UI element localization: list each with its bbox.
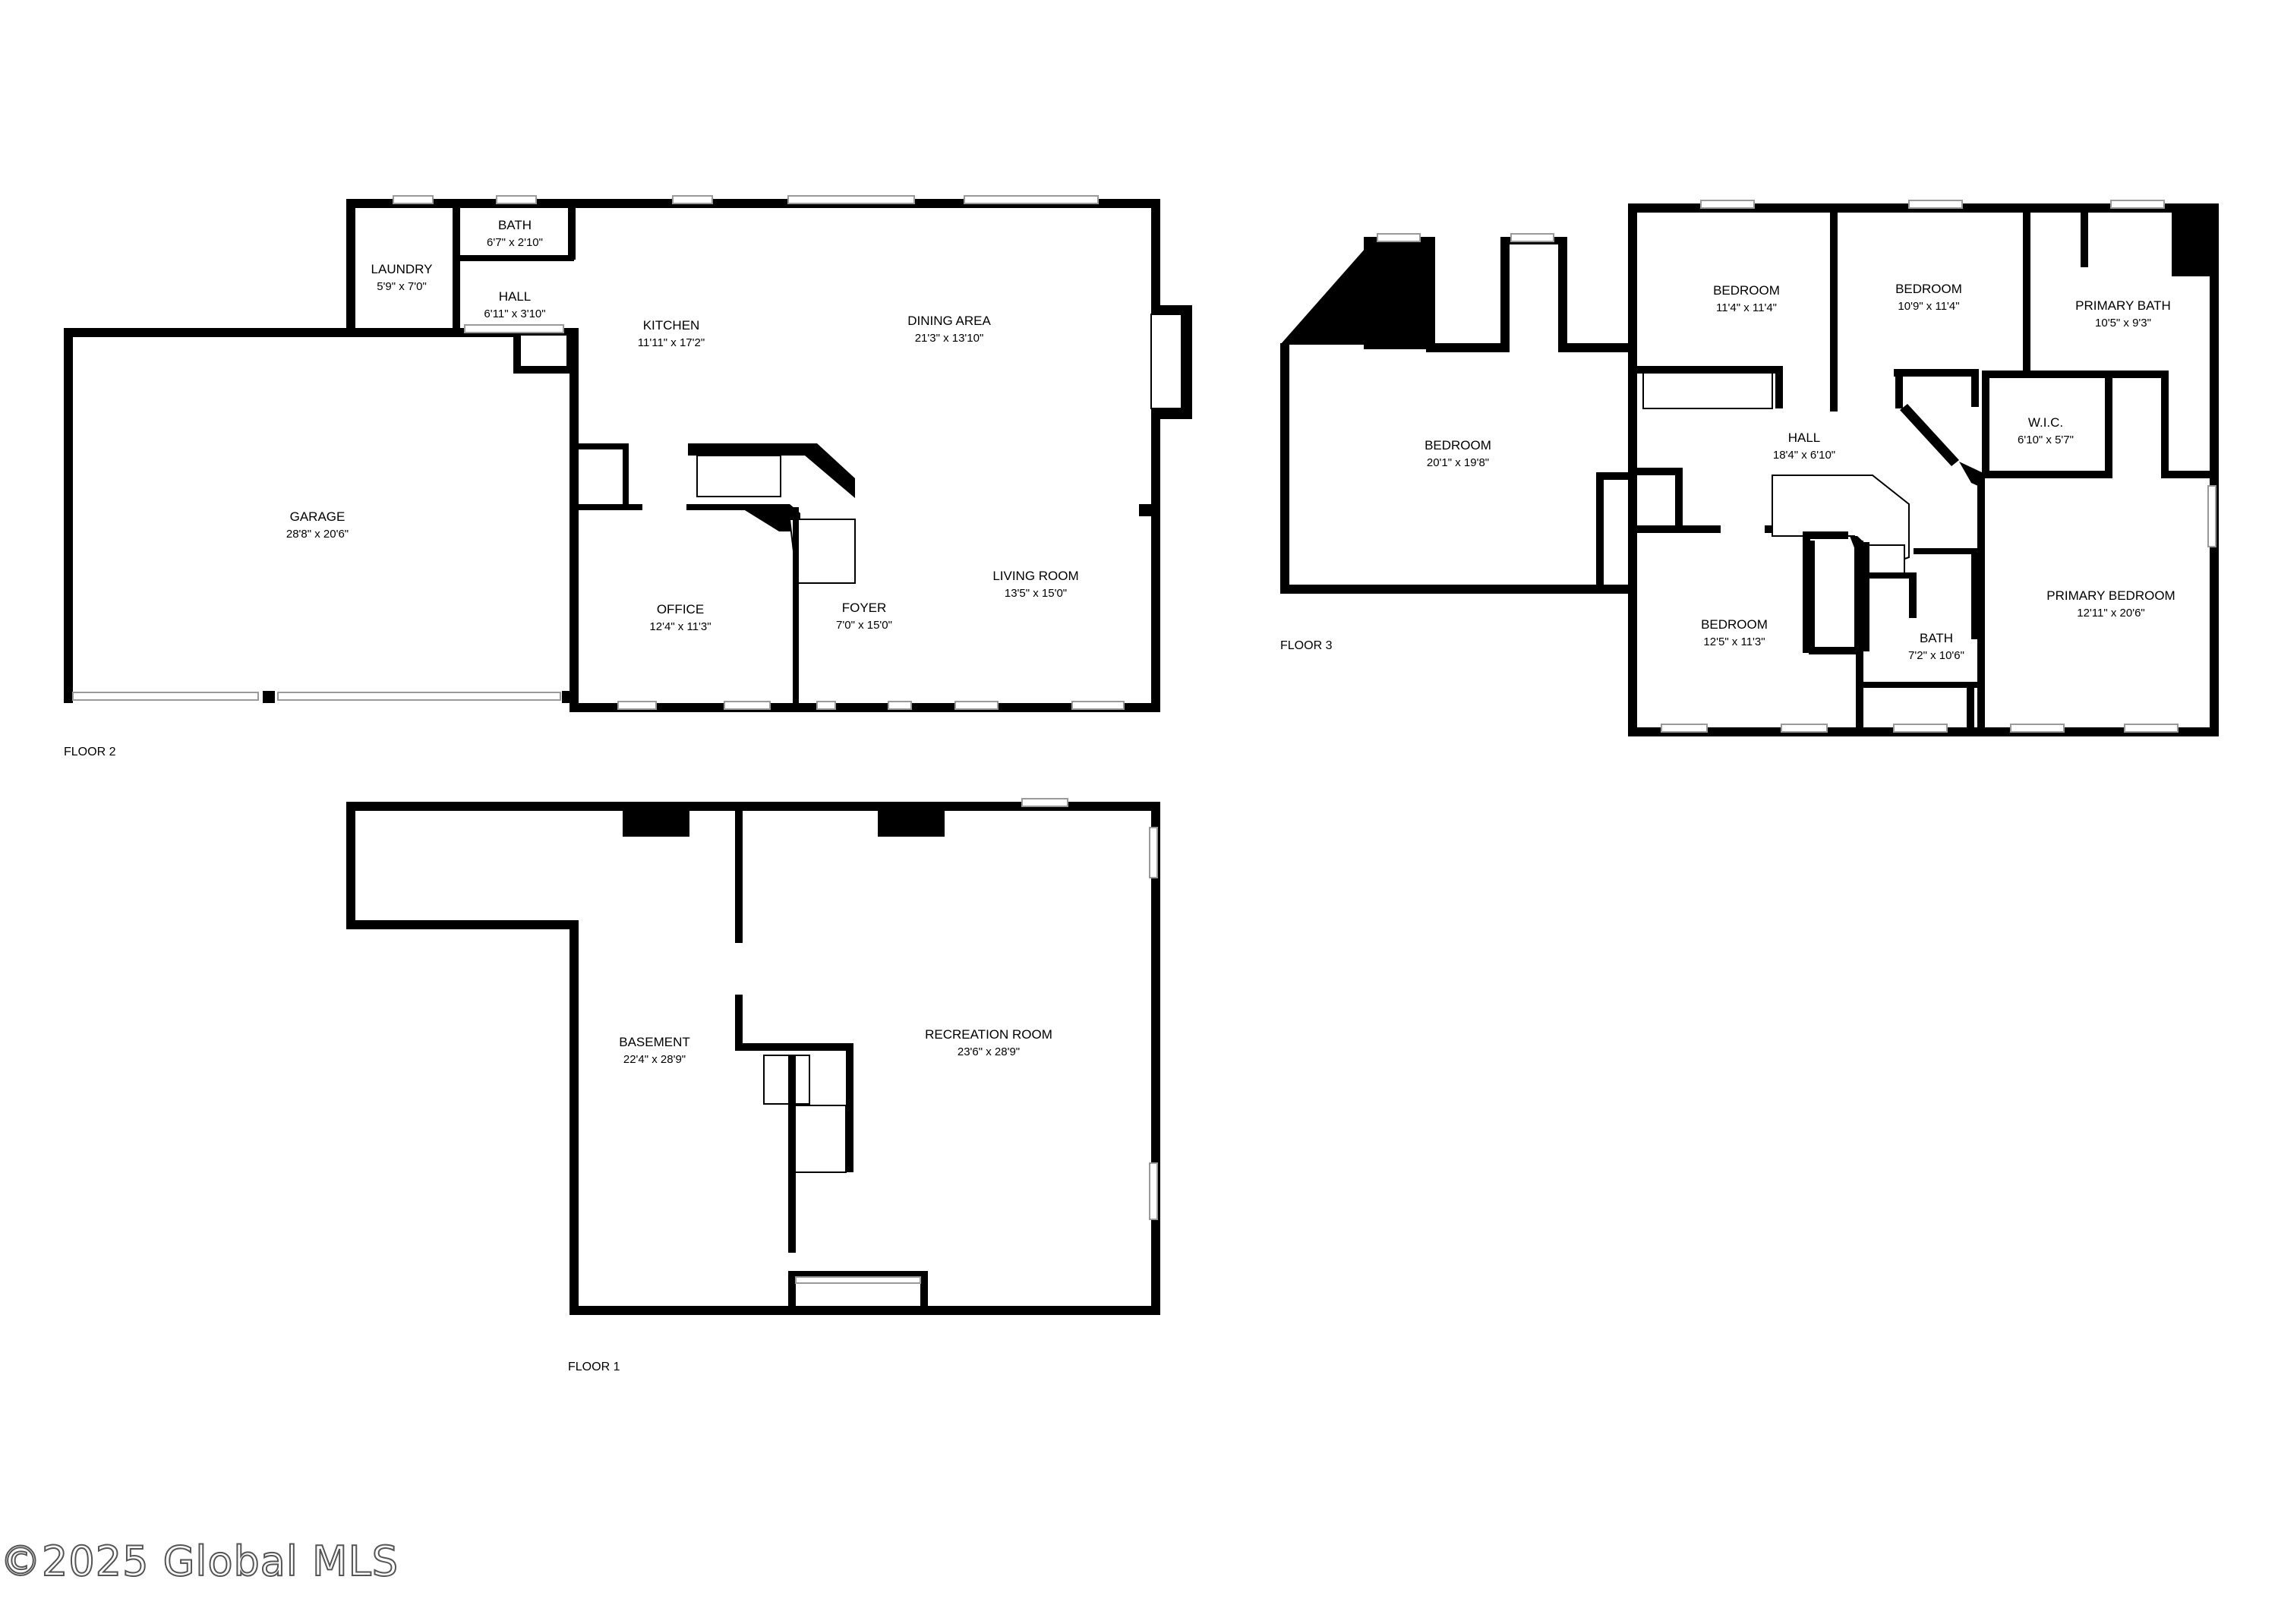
room-name: BATH	[1920, 631, 1953, 645]
room-dims: 11'11" x 17'2"	[638, 336, 705, 349]
room-name: BEDROOM	[1713, 283, 1780, 298]
room-dims: 5'9" x 7'0"	[377, 280, 427, 293]
room-name: OFFICE	[657, 602, 704, 616]
floor-2-plan: FLOOR 2	[64, 195, 1192, 758]
room-name: PRIMARY BATH	[2075, 298, 2171, 313]
room-dims: 6'7" x 2'10"	[487, 236, 543, 249]
room-dims: 21'3" x 13'10"	[915, 332, 984, 345]
room-dims: 23'6" x 28'9"	[958, 1045, 1020, 1058]
room-dims: 6'10" x 5'7"	[2018, 434, 2074, 446]
room-dims: 6'11" x 3'10"	[484, 307, 545, 320]
room-dims: 10'5" x 9'3"	[2095, 317, 2151, 330]
floor-1-label: FLOOR 1	[568, 1361, 620, 1373]
room-name: BEDROOM	[1701, 617, 1768, 632]
room-name: BATH	[498, 218, 532, 232]
room-name: HALL	[499, 289, 532, 304]
room-dims: 12'11" x 20'6"	[2077, 607, 2145, 620]
floor-1-plan: FLOOR 1	[346, 798, 1160, 1373]
copyright-watermark: ©2025 Global MLS	[0, 1537, 399, 1586]
room-name: PRIMARY BEDROOM	[2046, 588, 2175, 603]
room-dims: 20'1" x 19'8"	[1427, 456, 1489, 469]
room-dims: 12'5" x 11'3"	[1703, 635, 1765, 648]
room-dims: 7'2" x 10'6"	[1908, 649, 1964, 662]
floor-2-label: FLOOR 2	[64, 746, 116, 758]
room-dims: 18'4" x 6'10"	[1773, 449, 1835, 462]
room-dims: 22'4" x 28'9"	[623, 1053, 686, 1066]
room-dims: 10'9" x 11'4"	[1898, 300, 1959, 313]
room-dims: 11'4" x 11'4"	[1716, 301, 1777, 314]
room-name: W.I.C.	[2028, 415, 2063, 430]
room-dims: 13'5" x 15'0"	[1005, 587, 1067, 600]
room-name: RECREATION ROOM	[925, 1027, 1052, 1042]
room-name: BEDROOM	[1425, 438, 1491, 453]
room-dims: 12'4" x 11'3"	[649, 620, 711, 633]
room-name: FOYER	[842, 601, 887, 615]
room-name: LAUNDRY	[371, 262, 433, 276]
room-labels: LAUNDRY 5'9" x 7'0" BATH 6'7" x 2'10" HA…	[286, 218, 2175, 1066]
floor-3-label: FLOOR 3	[1280, 639, 1333, 652]
room-name: GARAGE	[290, 509, 345, 524]
room-name: LIVING ROOM	[992, 569, 1078, 583]
room-dims: 28'8" x 20'6"	[286, 528, 349, 541]
room-name: DINING AREA	[907, 314, 991, 328]
room-name: BEDROOM	[1895, 282, 1962, 296]
room-dims: 7'0" x 15'0"	[836, 619, 892, 632]
room-name: HALL	[1788, 430, 1821, 445]
room-name: KITCHEN	[643, 318, 700, 333]
floor-3-plan: FLOOR 3	[1280, 200, 2219, 736]
room-name: BASEMENT	[619, 1035, 690, 1049]
